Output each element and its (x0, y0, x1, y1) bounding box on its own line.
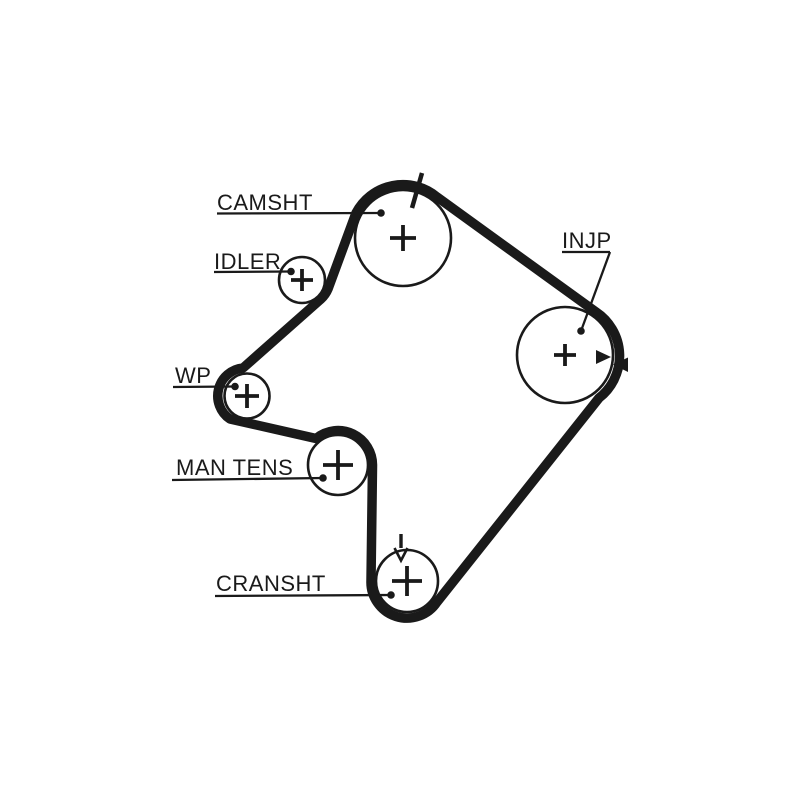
pulley-center-crosses (235, 225, 576, 596)
injection-pump-pulley (515, 305, 615, 405)
belt-alignment-arrow-left-icon (596, 350, 611, 364)
idler-leader-dot (287, 267, 295, 276)
idler-cross-icon (291, 269, 313, 291)
leader-dots (231, 209, 585, 599)
idler-pulley (277, 255, 327, 305)
water-pump-label: WP (175, 363, 211, 388)
crankshaft-leader-line (214, 593, 392, 598)
crankshaft-cross-icon (392, 566, 422, 596)
crankshaft-label: CRANSHT (216, 571, 326, 596)
camshaft-pulley (353, 188, 453, 288)
crankshaft-leader-dot (387, 591, 395, 599)
injection-pump-label: INJP (562, 228, 612, 253)
manual-tensioner-cross-icon (323, 450, 353, 480)
manual-tensioner-label: MAN TENS (176, 455, 293, 480)
water-pump-leader-dot (231, 382, 239, 391)
crankshaft-timing-notch-icon (393, 547, 409, 564)
timing-belt (213, 179, 625, 623)
injection-pump-cross-icon (554, 344, 576, 366)
pulley-labels: CAMSHT IDLER WP MAN TENS CRANSHT INJP (175, 190, 612, 596)
camshaft-leader-dot (377, 209, 385, 217)
idler-leader-line (213, 270, 292, 274)
belt-alignment-arrow-right-icon (613, 357, 628, 372)
camshaft-label: CAMSHT (217, 190, 313, 215)
camshaft-timing-mark-icon (409, 172, 425, 209)
manual-tensioner-leader-line (171, 476, 324, 482)
injection-pump-leader-line (579, 251, 612, 332)
idler-label: IDLER (214, 249, 281, 274)
manual-tensioner-leader-dot (319, 474, 327, 482)
pulleys (223, 188, 615, 614)
camshaft-cross-icon (390, 225, 416, 251)
water-pump-cross-icon (235, 384, 259, 408)
water-pump-leader-line (172, 385, 236, 389)
injection-pump-leader-dot (577, 327, 585, 335)
timing-marks (393, 172, 628, 564)
